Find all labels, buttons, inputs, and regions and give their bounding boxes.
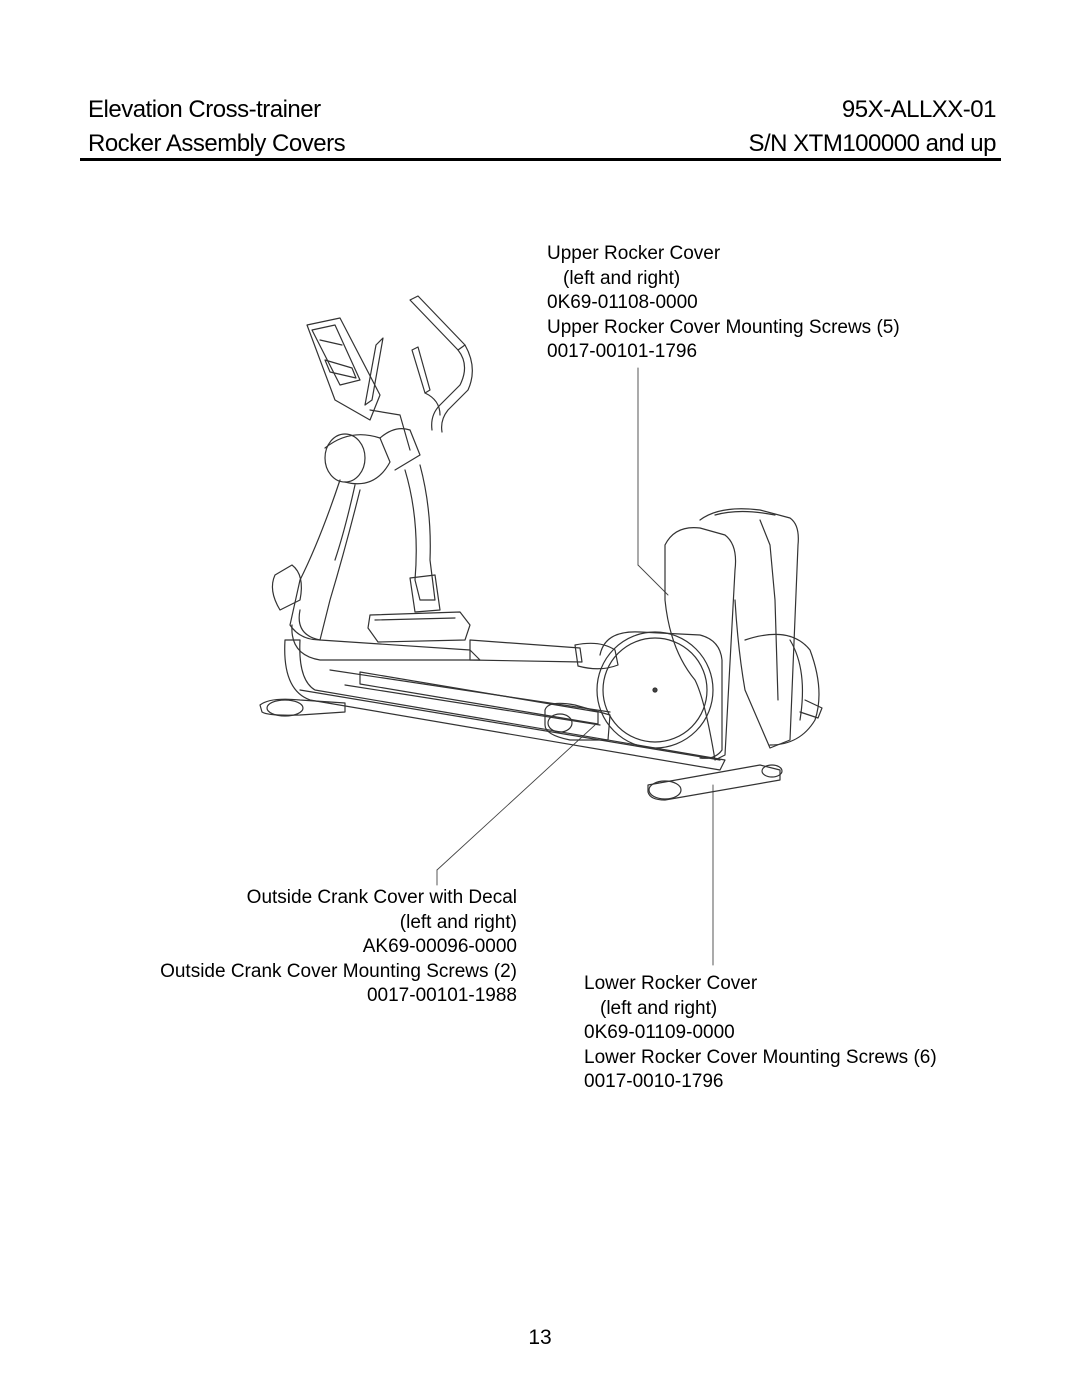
header-rule bbox=[80, 158, 1001, 161]
base-frame bbox=[259, 639, 823, 801]
upper-rocker-callout: Upper Rocker Cover (left and right) 0K69… bbox=[547, 242, 900, 365]
lower-rocker-callout: Lower Rocker Cover (left and right) 0K69… bbox=[584, 972, 937, 1095]
upper-rocker-name: Upper Rocker Cover bbox=[547, 243, 721, 264]
crank-cover-part-number: AK69-00096-0000 bbox=[362, 936, 517, 957]
crank-cover-screw-number: 0017-00101-1988 bbox=[366, 985, 517, 1006]
lower-rocker-screw-number: 0017-0010-1796 bbox=[584, 1071, 724, 1092]
serial-range: S/N XTM100000 and up bbox=[748, 130, 997, 157]
upper-rocker-screw-number: 0017-00101-1796 bbox=[547, 341, 698, 362]
console-column bbox=[271, 295, 481, 661]
page-number: 13 bbox=[528, 1326, 552, 1349]
upper-rocker-part-number: 0K69-01108-0000 bbox=[547, 292, 698, 313]
model-number: 95X-ALLXX-01 bbox=[841, 96, 997, 123]
upper-rocker-screws: Upper Rocker Cover Mounting Screws (5) bbox=[547, 316, 900, 338]
lower-rocker-name: Lower Rocker Cover bbox=[584, 973, 758, 994]
document-title: Elevation Cross-trainer bbox=[88, 96, 321, 123]
lower-rocker-cover bbox=[744, 633, 820, 746]
lower-rocker-screws: Lower Rocker Cover Mounting Screws (6) bbox=[584, 1046, 937, 1068]
crank-cover-name: Outside Crank Cover with Decal bbox=[246, 887, 517, 908]
crank-cover-callout: Outside Crank Cover with Decal (left and… bbox=[160, 886, 517, 1009]
lower-rocker-part-number: 0K69-01109-0000 bbox=[584, 1022, 735, 1043]
crank-assembly bbox=[544, 631, 723, 759]
pedal-arm bbox=[469, 639, 619, 670]
upper-rocker-cover bbox=[664, 508, 799, 761]
crank-cover-sides: (left and right) bbox=[399, 911, 517, 933]
upper-rocker-sides: (left and right) bbox=[563, 267, 681, 289]
leader-lines bbox=[436, 367, 714, 966]
lower-rocker-sides: (left and right) bbox=[600, 997, 718, 1019]
pedal bbox=[367, 574, 471, 643]
section-title: Rocker Assembly Covers bbox=[88, 130, 346, 157]
crank-cover-screws: Outside Crank Cover Mounting Screws (2) bbox=[160, 960, 517, 982]
